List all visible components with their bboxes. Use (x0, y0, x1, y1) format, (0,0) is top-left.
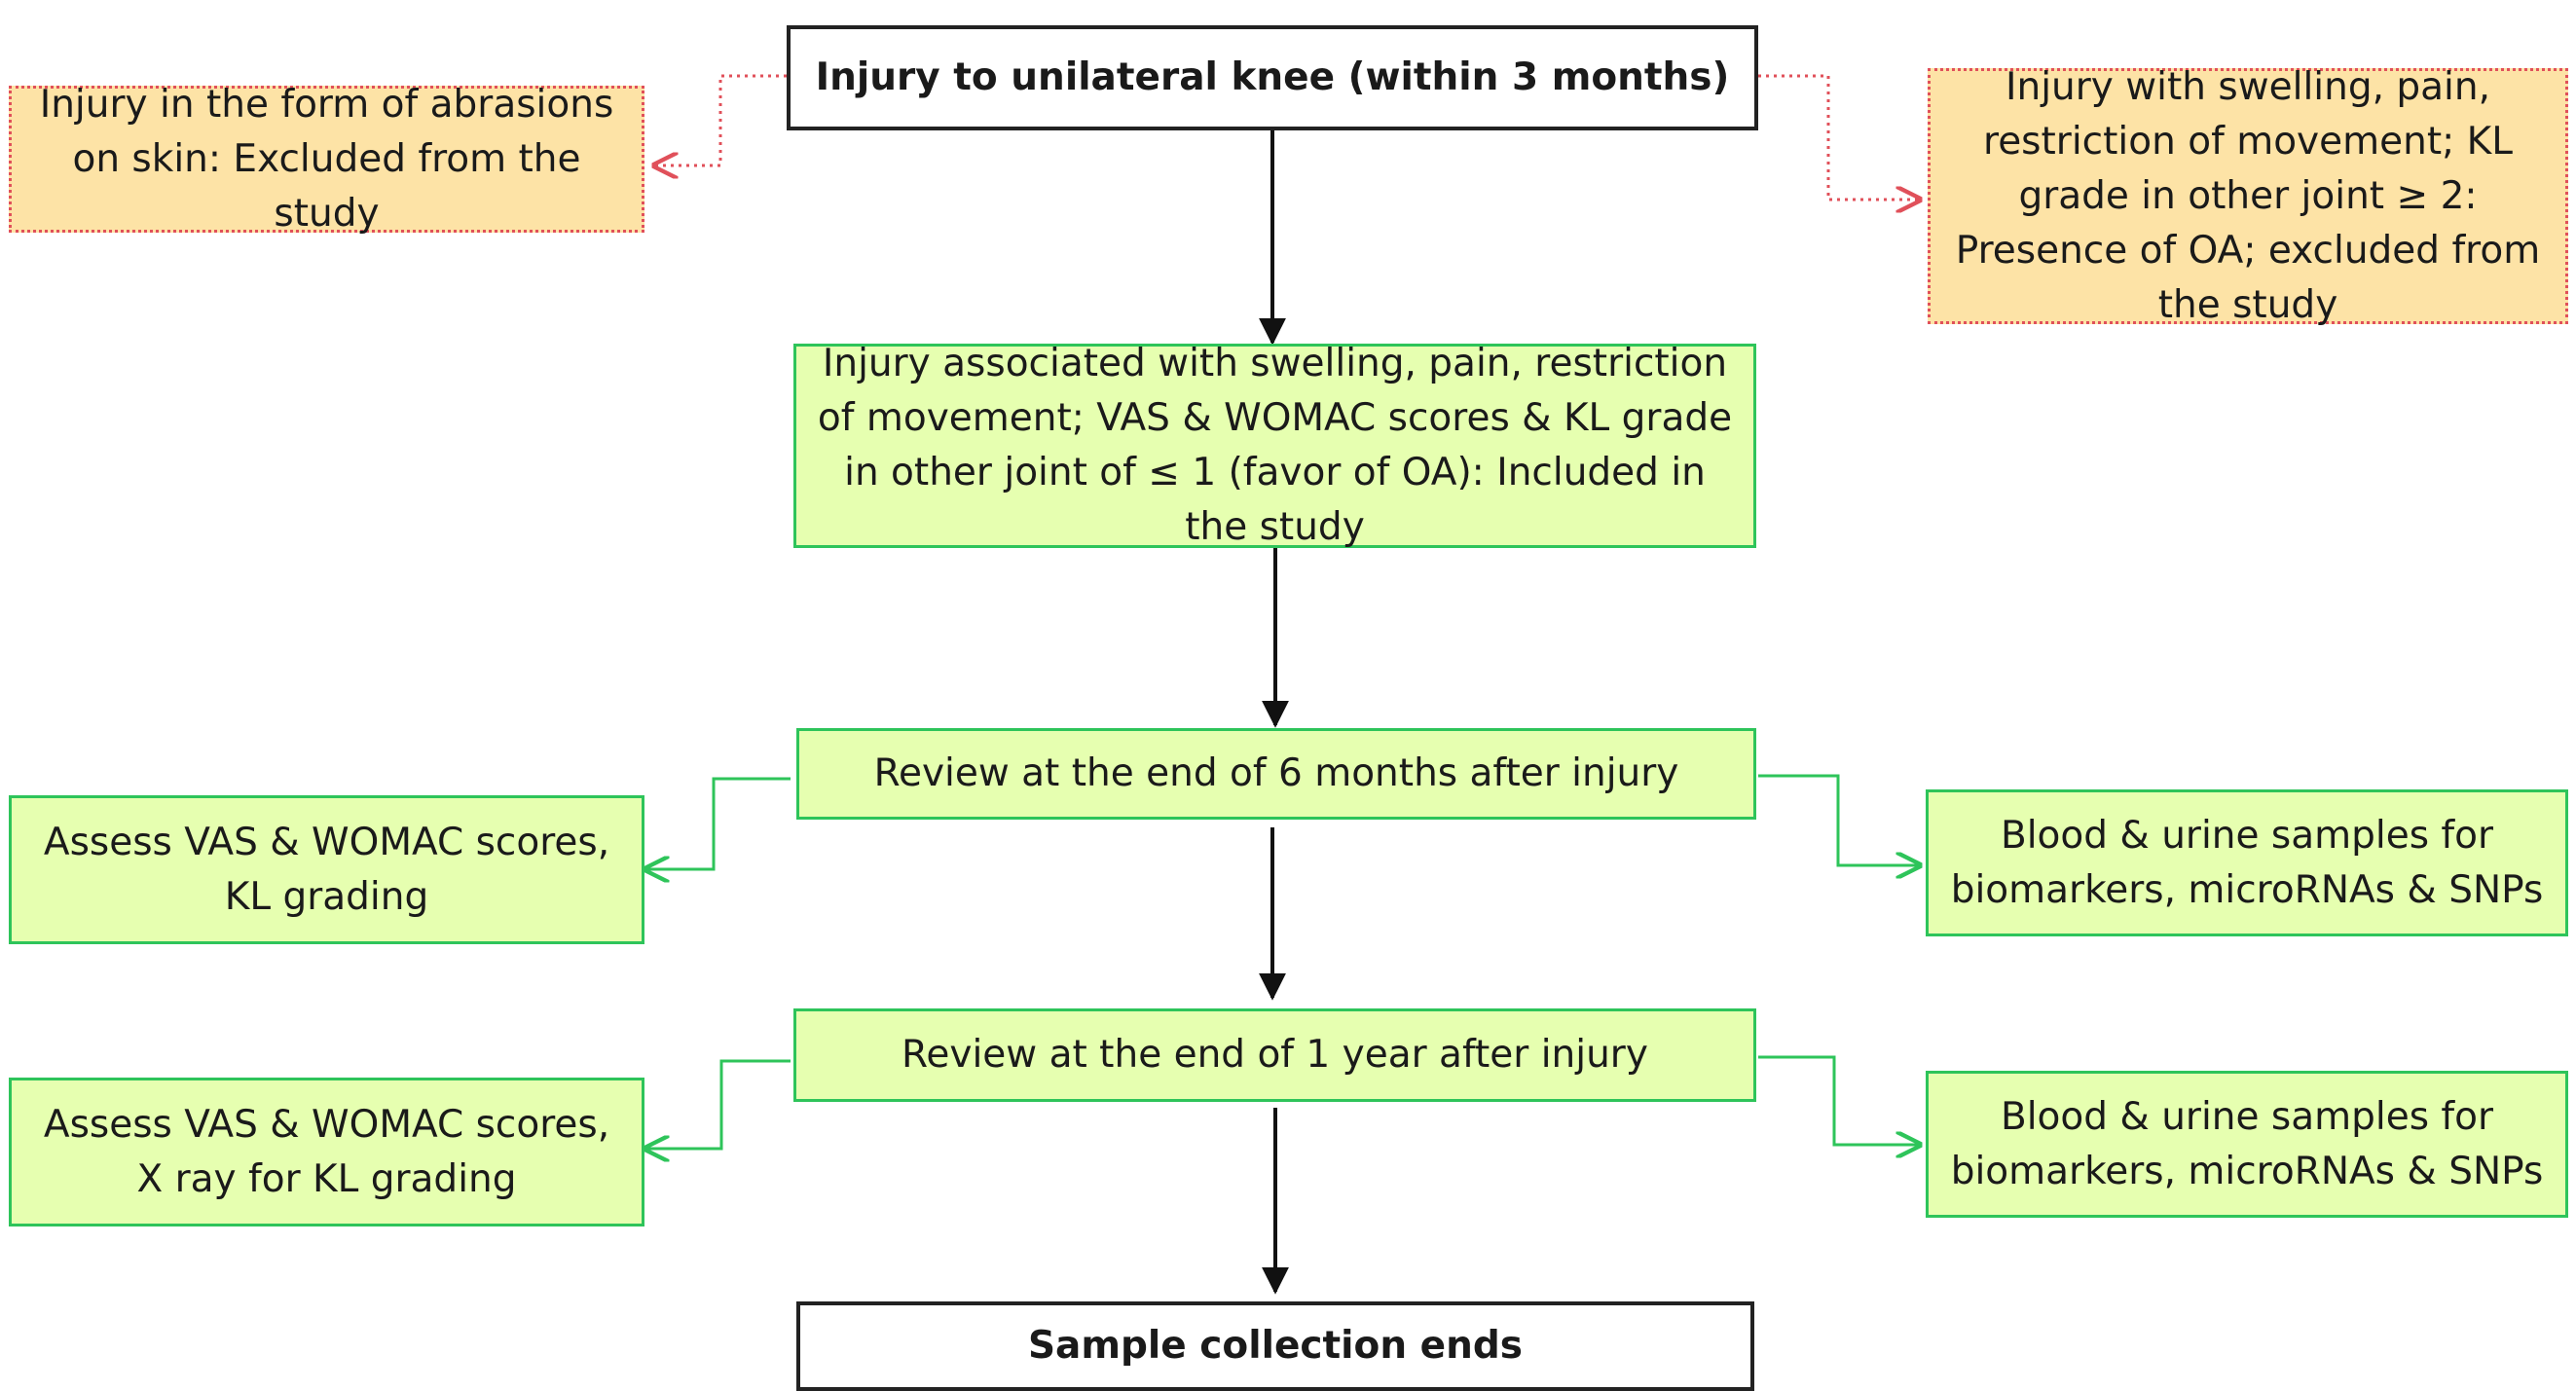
exclusion-oa-label: Injury with swelling, pain, restriction … (1955, 64, 2541, 327)
samples-1y-label: Blood & urine samples for biomarkers, mi… (1950, 1094, 2544, 1193)
included-node: Injury associated with swelling, pain, r… (793, 342, 1756, 549)
connector-review-1y-to-samples-1y (1758, 1055, 1920, 1145)
assess-6m-label: Assess VAS & WOMAC scores, KL grading (43, 820, 610, 919)
samples-6m-node: Blood & urine samples for biomarkers, mi… (1926, 789, 2568, 936)
included-label: Injury associated with swelling, pain, r… (817, 342, 1733, 549)
exclusion-abrasions-label: Injury in the form of abrasions on skin:… (39, 82, 614, 236)
connector-review-6m-to-samples-6m (1758, 774, 1920, 865)
assess-1y-node: Assess VAS & WOMAC scores, X ray for KL … (9, 1078, 644, 1226)
review-6m-label: Review at the end of 6 months after inju… (873, 751, 1679, 795)
connector-review-6m-to-assess-6m (645, 777, 791, 869)
connector-start-to-exclude-oa (1758, 74, 1920, 200)
assess-1y-label: Assess VAS & WOMAC scores, X ray for KL … (43, 1102, 610, 1201)
start-node: Injury to unilateral knee (within 3 mont… (787, 25, 1758, 130)
exclusion-oa-node: Injury with swelling, pain, restriction … (1928, 65, 2568, 327)
exclusion-abrasions-node: Injury in the form of abrasions on skin:… (9, 83, 644, 236)
end-node-label: Sample collection ends (1027, 1324, 1524, 1368)
assess-6m-node: Assess VAS & WOMAC scores, KL grading (9, 795, 644, 944)
samples-6m-label: Blood & urine samples for biomarkers, mi… (1950, 813, 2544, 912)
connector-review-1y-to-assess-1y (645, 1059, 791, 1149)
review-6m-node: Review at the end of 6 months after inju… (796, 728, 1756, 820)
review-1y-label: Review at the end of 1 year after injury (902, 1033, 1648, 1077)
end-node: Sample collection ends (796, 1301, 1754, 1391)
connector-start-to-exclude-abrasions (654, 74, 787, 165)
review-1y-node: Review at the end of 1 year after injury (793, 1008, 1756, 1102)
start-node-label: Injury to unilateral knee (within 3 mont… (815, 55, 1730, 99)
samples-1y-node: Blood & urine samples for biomarkers, mi… (1926, 1071, 2568, 1218)
